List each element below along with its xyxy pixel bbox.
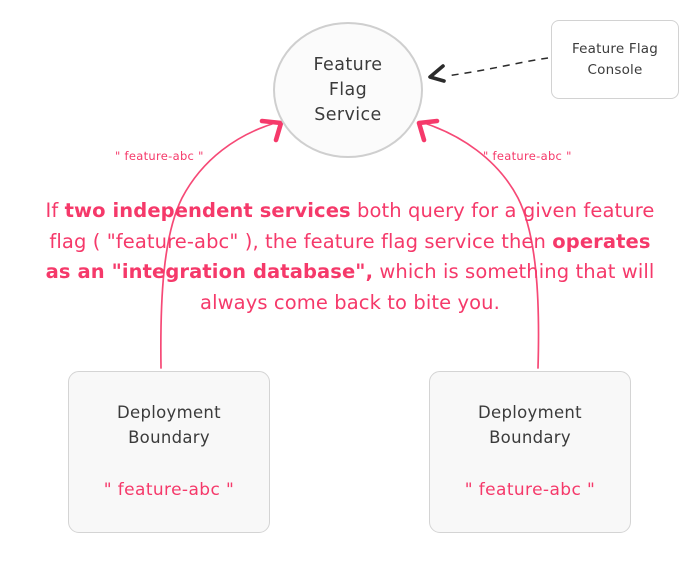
console-to-service-line: [445, 57, 549, 77]
edge-label-left: " feature-abc ": [115, 149, 204, 163]
annotation-text: If two independent services both query f…: [36, 196, 664, 318]
annotation-segment-3: operates as an "integration database",: [45, 229, 651, 284]
left-boundary-to-service-line: [160, 123, 273, 369]
annotation-segment-2: both query for a given feature flag ( "f…: [49, 199, 655, 253]
right-arrowhead-icon: [416, 118, 440, 143]
boundary-right-title-line-2: Boundary: [489, 428, 571, 447]
deployment-boundary-right[interactable]: Deployment Boundary " feature-abc ": [429, 371, 631, 533]
edge-label-right: " feature-abc ": [483, 149, 572, 163]
service-node-line-1: Feature: [313, 54, 383, 75]
console-node-line-2: Console: [587, 61, 643, 78]
feature-flag-service-node[interactable]: Feature Flag Service: [273, 22, 423, 158]
right-boundary-to-service-line: [426, 123, 540, 369]
boundary-left-flag: " feature-abc ": [103, 480, 235, 500]
service-node-line-3: Service: [314, 104, 382, 125]
boundary-right-title-line-1: Deployment: [478, 403, 582, 422]
console-arrowhead-icon: [428, 64, 446, 83]
annotation-segment-0: If: [45, 199, 65, 222]
left-arrowhead-icon: [259, 118, 284, 143]
annotation-segment-1: two independent services: [64, 199, 351, 222]
feature-flag-console-node[interactable]: Feature Flag Console: [551, 20, 679, 99]
annotation-segment-4: which is something that will always come…: [200, 260, 655, 314]
boundary-left-title-line-1: Deployment: [117, 403, 221, 422]
deployment-boundary-left[interactable]: Deployment Boundary " feature-abc ": [68, 371, 270, 533]
boundary-left-title-line-2: Boundary: [128, 428, 210, 447]
console-node-line-1: Feature Flag: [571, 40, 659, 57]
boundary-right-flag: " feature-abc ": [464, 480, 596, 500]
service-node-line-2: Flag: [328, 79, 368, 100]
